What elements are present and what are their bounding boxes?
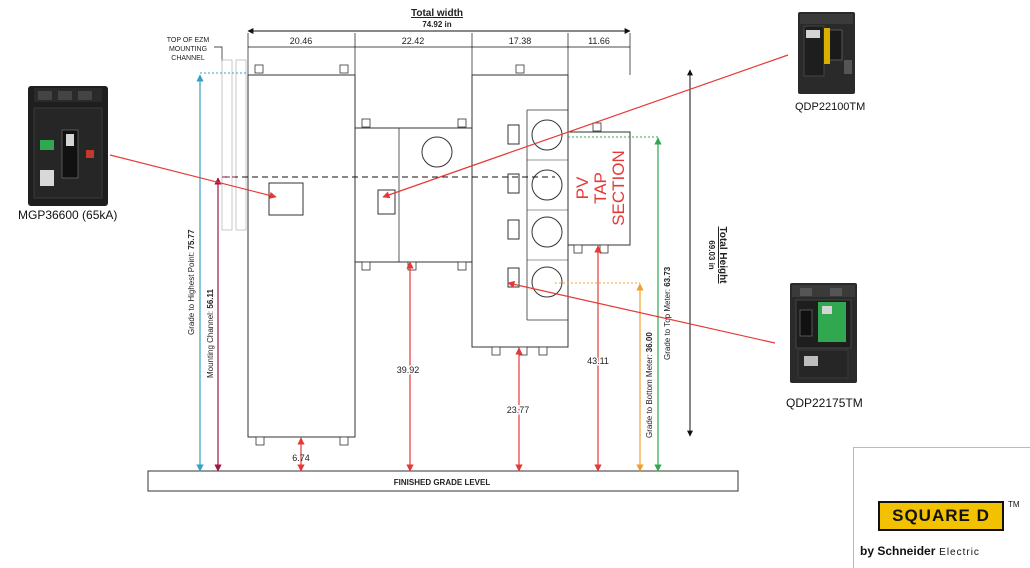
callout-qdp22175	[507, 280, 776, 344]
lifting-lug	[339, 64, 349, 74]
ezm-leader	[214, 46, 223, 62]
section-label: SECTION	[609, 150, 628, 226]
lifting-lug	[592, 122, 602, 132]
total-width-value: 74.92 in	[422, 20, 451, 29]
dim-39-92: 39.92	[397, 365, 420, 375]
enclosure-section-3	[471, 74, 569, 348]
main-breaker-window	[268, 182, 304, 216]
meter-socket	[531, 216, 563, 248]
foot	[407, 261, 417, 271]
foot	[255, 436, 265, 446]
qdp22175-breaker-image	[790, 283, 857, 383]
lifting-lug	[457, 118, 467, 128]
meter-socket	[531, 266, 563, 298]
foot	[518, 346, 528, 356]
meter-socket	[531, 169, 563, 201]
foot	[491, 346, 501, 356]
top-of-ezm-label-3: CHANNEL	[171, 55, 205, 62]
trademark-mark: TM	[1008, 500, 1020, 509]
square-d-text: SQUARE D	[892, 506, 990, 525]
top-of-ezm-label-2: MOUNTING	[169, 46, 207, 53]
finished-grade-label: FINISHED GRADE LEVEL	[394, 478, 491, 487]
callout-main-breaker	[109, 154, 277, 199]
grade-to-highest-label: Grade to Highest Point: 75.77	[187, 229, 196, 335]
width-11-66: 11.66	[588, 36, 610, 46]
qdp22100-breaker-image	[798, 12, 855, 94]
mounting-channel-post	[221, 59, 233, 231]
dim-6-74: 6.74	[292, 453, 310, 463]
foot	[457, 261, 467, 271]
finished-grade-bar	[147, 470, 739, 492]
schneider-tagline: by Schneider Electric	[860, 544, 980, 558]
foot	[361, 261, 371, 271]
breaker-window	[507, 219, 520, 240]
total-width-label: Total width	[411, 8, 463, 19]
tap-label: TAP	[591, 172, 610, 204]
mounting-channel-post	[235, 59, 247, 231]
lifting-lug	[515, 64, 525, 74]
breaker-label-qdp22175tm: QDP22175TM	[786, 396, 863, 410]
lifting-lug	[361, 118, 371, 128]
enclosure-pv-tap	[567, 131, 631, 246]
dim-43-11: 43.11	[587, 356, 609, 366]
width-17-38: 17.38	[509, 36, 532, 46]
grade-to-top-meter-label: Grade to Top Meter: 63.73	[663, 266, 672, 360]
square-d-logo: SQUARE D TM by Schneider Electric	[853, 447, 1030, 568]
breaker-window	[507, 124, 520, 145]
foot	[573, 244, 583, 254]
top-of-ezm-label-1: TOP OF EZM	[167, 37, 210, 44]
foot	[339, 436, 349, 446]
width-22-42: 22.42	[402, 36, 425, 46]
breaker-window	[507, 173, 520, 194]
mgp-breaker-image	[28, 86, 108, 206]
pv-tap-section-label: PV TAP SECTION	[573, 150, 628, 226]
square-d-wordmark: SQUARE D	[878, 501, 1004, 531]
grade-to-bottom-meter-label: Grade to Bottom Meter: 36.00	[645, 332, 654, 438]
enclosure-section-1	[247, 74, 356, 438]
breaker-label-qdp22100tm: QDP22100TM	[795, 101, 866, 113]
enclosure-section-2	[354, 127, 473, 263]
meter-socket	[531, 119, 563, 151]
foot	[599, 244, 609, 254]
breaker-window	[377, 189, 396, 215]
mounting-channel-label: Mounting Channel: 56.11	[206, 288, 215, 378]
total-height-label: Total Height	[717, 226, 728, 284]
pv-label: PV	[573, 176, 592, 199]
lifting-lug	[254, 64, 264, 74]
width-20-46: 20.46	[290, 36, 313, 46]
breaker-label-mgp36600: MGP36600 (65kA)	[18, 208, 118, 222]
meter-socket	[421, 136, 453, 168]
foot	[538, 346, 548, 356]
total-height-value: 69.03 in	[707, 240, 716, 269]
callout-qdp22100	[382, 54, 789, 199]
dim-23-77: 23.77	[507, 405, 530, 415]
